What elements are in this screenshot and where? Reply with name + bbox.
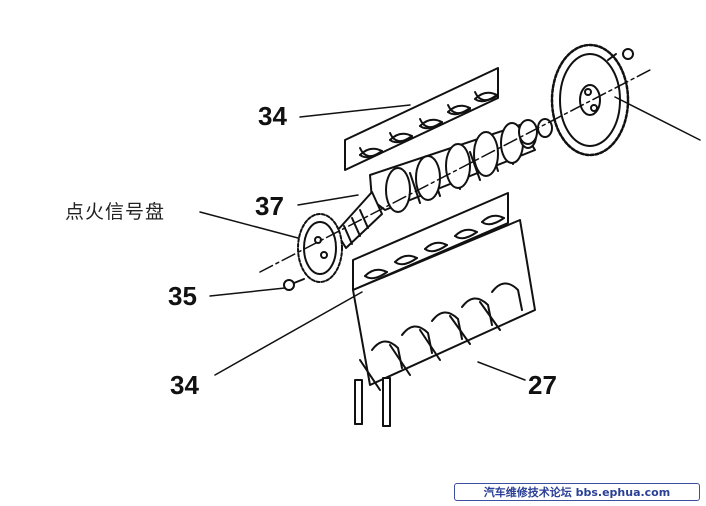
forum-watermark: 汽车维修技术论坛 bbs.ephua.com (454, 483, 700, 501)
callout-27: 27 (528, 370, 557, 400)
disc-bolt (283, 278, 305, 291)
leader-37 (297, 194, 359, 206)
ignition-disc-label: 点火信号盘 (65, 201, 166, 223)
callout-37: 37 (255, 191, 284, 221)
leader-34-top (299, 104, 411, 118)
leader-27 (477, 361, 526, 381)
shaft-line-right (614, 96, 701, 141)
leader-34-bottom (214, 291, 363, 376)
upper-bearing-shells (344, 67, 499, 171)
pilot-seal (518, 119, 538, 145)
callout-34-bottom: 34 (170, 370, 199, 400)
callout-35: 35 (168, 281, 197, 311)
cap-bolts (354, 377, 391, 427)
leader-ignition-disc (199, 211, 299, 239)
bearing-caps (352, 219, 536, 391)
callout-34-top: 34 (258, 101, 287, 131)
lower-bearing-shells (352, 192, 509, 291)
leader-35 (209, 287, 286, 297)
flywheel (550, 43, 634, 157)
centerline (259, 69, 651, 273)
ignition-signal-disc (297, 213, 343, 283)
